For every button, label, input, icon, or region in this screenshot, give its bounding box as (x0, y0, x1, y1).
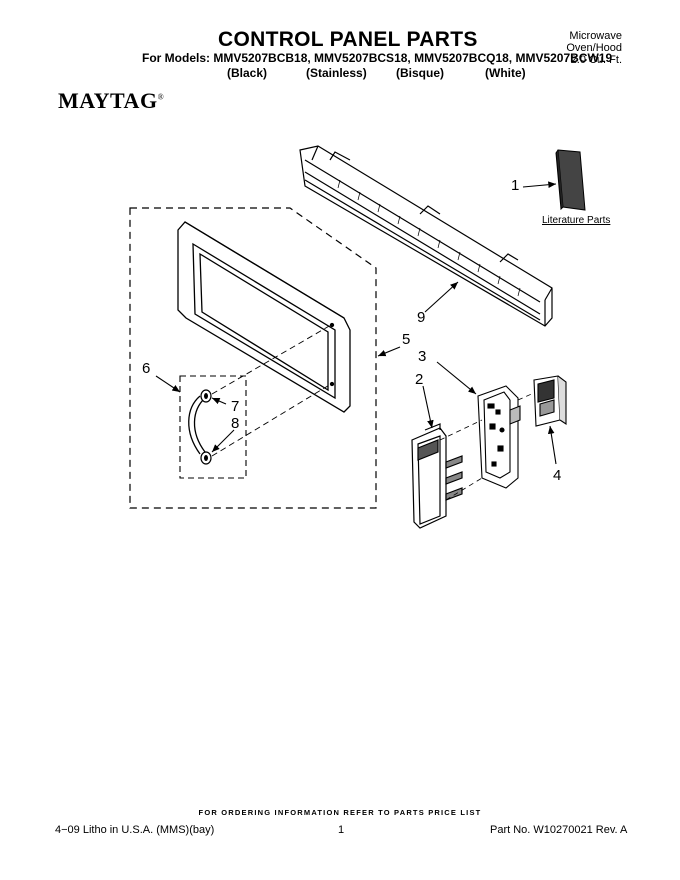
product-description: Microwave Oven/Hood 2.0 Cu. Ft. (520, 30, 622, 66)
callout-2: 2 (415, 371, 424, 388)
callout-3: 3 (418, 348, 427, 365)
leader-1 (522, 181, 557, 188)
handle-screw-bottom (200, 451, 212, 465)
callout-1: 1 (511, 177, 520, 194)
callout-4: 4 (553, 467, 562, 484)
handle-assembly-outline (179, 375, 247, 479)
page-title: CONTROL PANEL PARTS (218, 28, 478, 51)
callout-5: 5 (402, 331, 411, 348)
registered-mark: ® (157, 92, 165, 102)
control-board (477, 385, 521, 489)
leader-9 (424, 281, 459, 313)
electronic-module (533, 375, 567, 427)
brand-logo: MAYTAG® (58, 88, 164, 114)
callout-7: 7 (231, 398, 240, 415)
leader-3 (436, 361, 477, 395)
callout-8: 8 (231, 415, 240, 432)
leader-5 (377, 346, 401, 357)
model-list: For Models: MMV5207BCB18, MMV5207BCS18, … (142, 51, 613, 65)
callout-6: 6 (142, 360, 151, 377)
door-handle (188, 395, 206, 455)
color-stainless: (Stainless) (306, 66, 367, 80)
product-capacity: 2.0 Cu. Ft. (570, 54, 622, 66)
callout-9: 9 (417, 309, 426, 326)
handle-screw-top (200, 389, 212, 403)
color-white: (White) (485, 66, 526, 80)
leader-8 (211, 429, 235, 453)
brand-name: MAYTAG (58, 88, 158, 113)
literature-parts-label: Literature Parts (542, 215, 611, 226)
leader-4 (547, 425, 557, 465)
litho-info: 4−09 Litho in U.S.A. (MMS)(bay) (55, 824, 215, 836)
part-number: Part No. W10270021 Rev. A (490, 824, 628, 836)
color-black: (Black) (227, 66, 268, 80)
door-frame (177, 221, 351, 413)
page-number: 1 (338, 824, 345, 836)
ordering-note: FOR ORDERING INFORMATION REFER TO PARTS … (198, 808, 482, 817)
product-type: Microwave Oven/Hood (566, 30, 622, 54)
leader-7 (211, 397, 227, 405)
color-bisque: (Bisque) (396, 66, 444, 80)
leader-6 (155, 375, 181, 393)
leader-2 (422, 385, 434, 429)
door-assembly-outline (129, 207, 377, 509)
control-panel-trim (299, 145, 553, 327)
control-panel-face (411, 423, 463, 529)
literature-booklet (555, 149, 586, 211)
